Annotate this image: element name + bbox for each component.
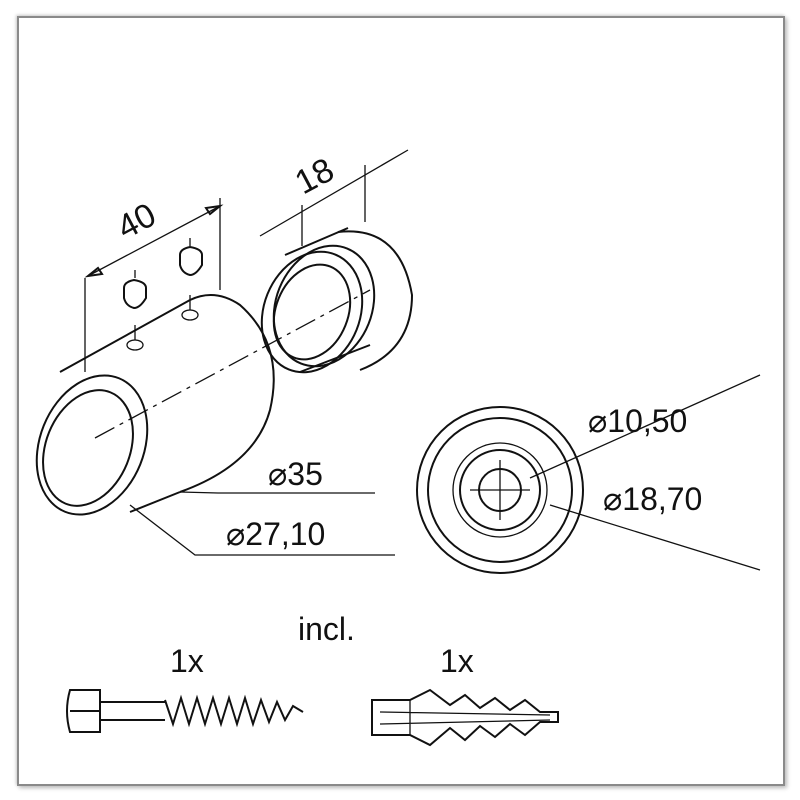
drawing-frame <box>17 16 785 786</box>
dim-length-main: 40 <box>111 196 162 247</box>
dim-recess-diameter: ⌀18,70 <box>603 481 702 517</box>
dim-hole-diameter: ⌀10,50 <box>588 403 687 439</box>
included-label: incl. <box>298 611 355 647</box>
dim-outer-diameter: ⌀35 <box>268 456 323 492</box>
wall-plug <box>371 688 559 747</box>
screw-quantity: 1x <box>170 643 204 679</box>
anchor-quantity: 1x <box>440 643 474 679</box>
ring-insert <box>260 227 414 374</box>
main-cylinder <box>35 238 371 516</box>
dim-inner-diameter: ⌀27,10 <box>226 516 325 552</box>
front-view <box>416 406 584 574</box>
lag-screw <box>66 689 304 733</box>
dimension-lines <box>84 149 761 571</box>
